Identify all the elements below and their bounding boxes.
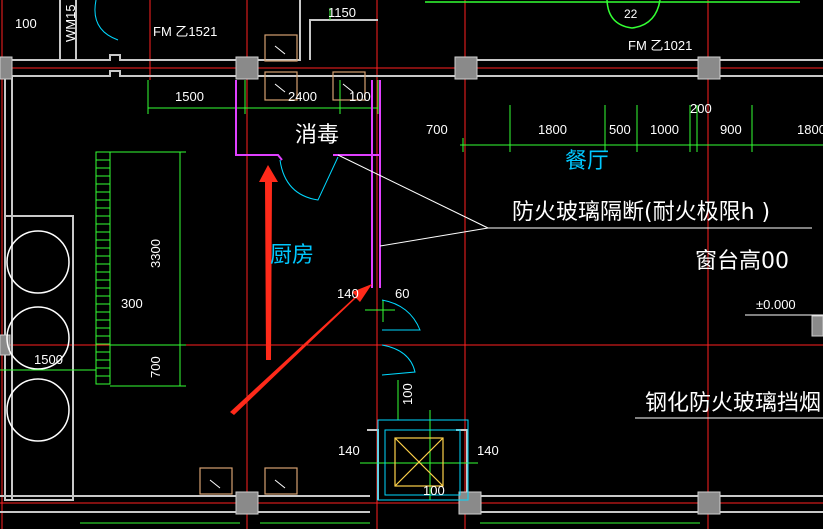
door-wm15-label: WM15 <box>63 4 78 42</box>
dim-2400: 2400 <box>288 89 317 104</box>
dim-1150: 1150 <box>328 5 356 20</box>
dim-3300: 3300 <box>148 239 163 268</box>
stair-hatch <box>95 151 111 385</box>
dim-60: 60 <box>395 286 409 301</box>
tempered-glass-label: 钢化防火玻璃挡烟 <box>645 391 821 416</box>
door-fm1521-label: FM 乙1521 <box>153 24 217 39</box>
columns <box>0 56 823 515</box>
room-kitchen: 厨房 <box>270 243 314 268</box>
leader-lines <box>337 154 823 419</box>
room-disinfection: 消毒 <box>295 123 339 148</box>
fixture-marks <box>209 45 354 489</box>
dim-100-vert: 100 <box>400 383 415 405</box>
dimension-lines <box>0 8 823 500</box>
round-equipment <box>6 230 70 442</box>
dim-1800-a: 1800 <box>538 122 567 137</box>
dim-1800-b: 1800 <box>797 122 823 137</box>
dim-100-bottom: 100 <box>423 483 445 498</box>
dim-140-c: 140 <box>477 443 499 458</box>
dim-700-left: 700 <box>426 122 448 137</box>
elevation-label: ±0.000 <box>756 297 796 312</box>
dim-1500-top: 1500 <box>175 89 204 104</box>
dim-900: 900 <box>720 122 742 137</box>
dim-140-b: 140 <box>338 443 360 458</box>
fixtures <box>199 34 366 495</box>
circle-tag-label: 22 <box>624 7 638 21</box>
dim-500: 500 <box>609 122 631 137</box>
dim-1000: 1000 <box>650 122 679 137</box>
dim-200: 200 <box>690 101 712 116</box>
dim-700-vert: 700 <box>148 356 163 378</box>
dim-100-top: 100 <box>15 16 37 31</box>
window-sill-label: 窗台高00 <box>695 249 789 274</box>
fire-glass-partition-label: 防火玻璃隔断(耐火极限h ) <box>512 200 770 225</box>
glass-partition <box>235 80 381 288</box>
dim-1500-left: 1500 <box>34 352 63 367</box>
room-dining: 餐厅 <box>565 149 609 174</box>
shaft-box <box>394 437 444 487</box>
dim-100-mid: 100 <box>349 89 371 104</box>
door-fm1021-label: FM 乙1021 <box>628 38 692 53</box>
red-arrows <box>230 165 372 415</box>
dim-140-a: 140 <box>337 286 359 301</box>
dim-300: 300 <box>121 296 143 311</box>
tag-circle <box>606 0 661 29</box>
walls <box>0 0 823 513</box>
door-swings <box>94 0 469 501</box>
